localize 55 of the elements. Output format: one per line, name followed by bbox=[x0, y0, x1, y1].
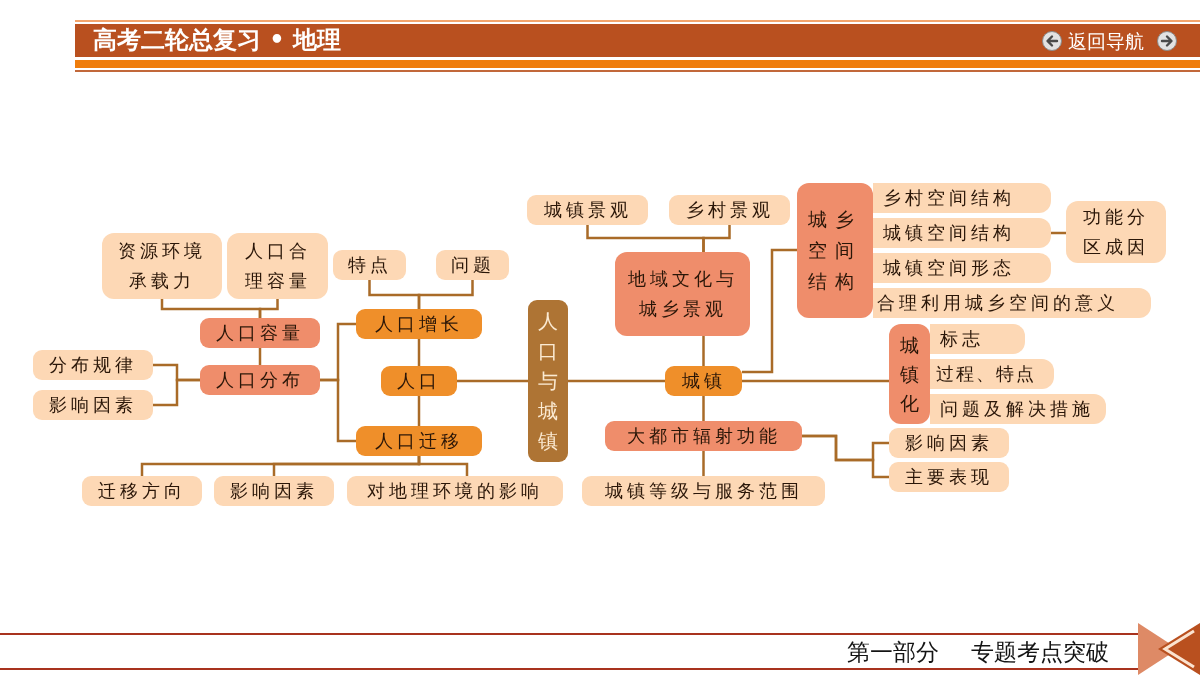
subtopic-box: 大都市辐射功能 bbox=[605, 421, 802, 451]
subtopic-box: 地域文化与城乡景观 bbox=[615, 252, 750, 336]
connector-line bbox=[742, 379, 889, 383]
connector-line bbox=[457, 379, 528, 383]
subtopic-box: 人口容量 bbox=[200, 318, 320, 348]
leaf-box: 合理利用城乡空间的意义 bbox=[873, 288, 1151, 318]
nav-link: 返回导航 bbox=[1068, 29, 1144, 54]
vertical-topic-box: 城乡空间结构 bbox=[797, 183, 873, 318]
connector-line bbox=[742, 248, 797, 374]
topic-box: 城镇 bbox=[665, 366, 742, 396]
connector-line bbox=[568, 379, 665, 383]
leaf-box: 问题及解决措施 bbox=[930, 394, 1106, 424]
connector-line bbox=[702, 396, 705, 421]
leaf-box: 乡村空间结构 bbox=[873, 183, 1051, 213]
leaf-box: 乡村景观 bbox=[669, 195, 790, 225]
leaf-box: 过程、特点 bbox=[930, 359, 1054, 389]
topic-box: 人口 bbox=[381, 366, 457, 396]
leaf-box: 影响因素 bbox=[33, 390, 153, 420]
leaf-box: 分布规律 bbox=[33, 350, 153, 380]
connector-line bbox=[702, 225, 731, 252]
topic-box: 人口迁移 bbox=[356, 426, 482, 456]
connector-line bbox=[320, 378, 356, 443]
topic-box: 人口增长 bbox=[356, 309, 482, 339]
connector-line bbox=[702, 336, 705, 366]
leaf-box: 城镇等级与服务范围 bbox=[582, 476, 825, 506]
connector-line bbox=[258, 299, 279, 318]
leaf-box: 迁移方向 bbox=[82, 476, 202, 506]
vertical-topic-box: 人口与城镇 bbox=[528, 300, 568, 462]
connector-line bbox=[153, 378, 200, 407]
vertical-topic-box: 城镇化 bbox=[889, 324, 930, 424]
connector-line bbox=[702, 451, 705, 476]
connector-line bbox=[1051, 231, 1066, 235]
leaf-box: 人口合理容量 bbox=[227, 233, 328, 299]
subtopic-box: 人口分布 bbox=[200, 365, 320, 395]
connector-line bbox=[417, 339, 421, 366]
leaf-box: 影响因素 bbox=[214, 476, 334, 506]
page-title: 高考二轮总复习 • 地理 bbox=[93, 25, 342, 56]
connector-line bbox=[258, 348, 262, 365]
leaf-box: 城镇空间形态 bbox=[873, 253, 1051, 283]
leaf-box: 城镇景观 bbox=[527, 195, 648, 225]
connector-line bbox=[802, 434, 889, 479]
leaf-box: 功能分区成因 bbox=[1066, 201, 1166, 263]
leaf-box: 对地理环境的影响 bbox=[347, 476, 563, 506]
leaf-box: 特点 bbox=[333, 250, 406, 280]
leaf-box: 影响因素 bbox=[889, 428, 1009, 458]
leaf-box: 城镇空间结构 bbox=[873, 218, 1051, 248]
leaf-box: 资源环境承载力 bbox=[102, 233, 222, 299]
leaf-box: 标志 bbox=[930, 324, 1025, 354]
leaf-box: 问题 bbox=[436, 250, 509, 280]
connector-line bbox=[417, 396, 421, 426]
leaf-box: 主要表现 bbox=[889, 462, 1009, 492]
connector-line bbox=[417, 456, 469, 476]
section-label: 第一部分 bbox=[847, 638, 939, 667]
section-label: 专题考点突破 bbox=[971, 638, 1109, 667]
connector-line bbox=[417, 280, 474, 309]
